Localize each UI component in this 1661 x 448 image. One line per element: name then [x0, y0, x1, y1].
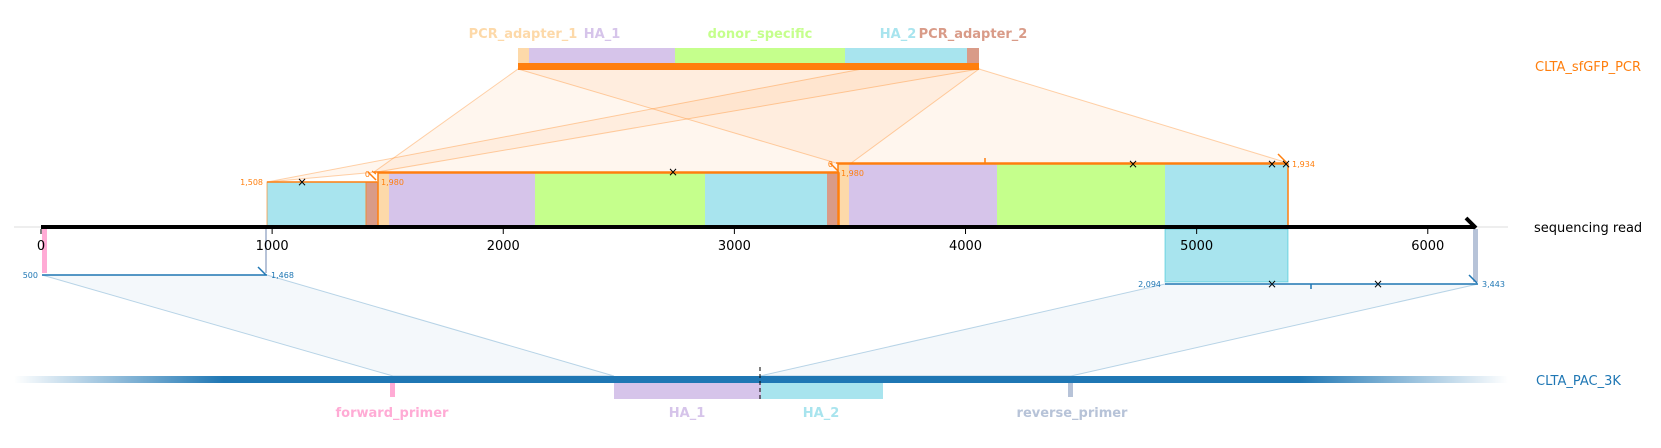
- pac-feature-block-ha-1: [614, 380, 761, 399]
- mismatch-mark: ×: [1373, 277, 1383, 291]
- pac-aln1-start-number: 500: [23, 271, 38, 280]
- read-pac-blocks: × ×: [42, 228, 1478, 291]
- pcr-label-ha-1: HA_1: [584, 27, 621, 42]
- pcr-feature-block-adapter-2: [967, 48, 979, 65]
- mismatch-mark: ×: [668, 165, 678, 179]
- pac-alignment-wedges: [41, 274, 1479, 377]
- pac-label-forward-primer: forward_primer: [336, 406, 450, 421]
- pac-wedge-1: [41, 274, 615, 377]
- pcr-aln3-start-number: 0: [828, 160, 833, 169]
- pcr-aln1-start-number: 1,508: [240, 178, 263, 187]
- pcr-aln2-end-number: 1,980: [841, 169, 864, 178]
- pac-aln1-end-number: 1,468: [271, 271, 294, 280]
- read-block-donor-c: [997, 164, 1165, 227]
- pac-label-ha-1: HA_1: [669, 406, 706, 421]
- mismatch-mark: ×: [1267, 157, 1277, 171]
- read-track-label: sequencing read: [1534, 221, 1642, 236]
- read-block-ha2-pac: [1164, 228, 1289, 283]
- pcr-label-donor: donor_specific: [708, 27, 813, 42]
- read-block-reverse-primer-b: [1473, 229, 1478, 282]
- pac-aln2-end-hook: [1468, 274, 1478, 284]
- pcr-feature-block-donor: [675, 48, 845, 65]
- read-axis-ticks: 0 1000 2000 3000 4000 5000 6000: [37, 229, 1444, 254]
- pac-track-label: CLTA_PAC_3K: [1536, 374, 1621, 389]
- axis-tick-label: 4000: [949, 239, 982, 254]
- read-axis: 0 1000 2000 3000 4000 5000 6000: [14, 216, 1508, 254]
- pcr-aln3-end-number: 1,934: [1292, 160, 1315, 169]
- pac-feature-block-forward-primer: [390, 380, 395, 397]
- pcr-track-bar: [518, 63, 979, 70]
- pcr-track-label: CLTA_sfGFP_PCR: [1535, 60, 1641, 75]
- read-block-adapter1-c: [838, 164, 849, 227]
- axis-tick-label: 0: [37, 239, 45, 254]
- read-block-adapter2-b: [827, 173, 839, 227]
- read-block-ha2-c: [1165, 164, 1288, 227]
- mismatch-mark: ×: [1281, 157, 1291, 171]
- mismatch-mark: ×: [1267, 277, 1277, 291]
- pac-track-bar: [14, 376, 1508, 383]
- pac-aln1-end-hook: [257, 266, 267, 276]
- pac-wedge-2: [759, 283, 1479, 377]
- read-block-ha1-c: [849, 164, 997, 227]
- read-block-adapter1-b: [378, 173, 389, 227]
- axis-tick-label: 1000: [256, 239, 289, 254]
- pac-label-reverse-primer: reverse_primer: [1017, 406, 1129, 421]
- read-block-adapter2-a: [365, 181, 379, 228]
- pcr-feature-block-ha-2: [845, 48, 967, 65]
- pac-aln2-end-number: 3,443: [1482, 280, 1505, 289]
- read-pcr-blocks: × × × × ×: [266, 153, 1291, 228]
- pcr-alignment-wedges: [266, 68, 1289, 183]
- axis-tick-label: 3000: [718, 239, 751, 254]
- pcr-feature-block-ha-1: [529, 48, 675, 65]
- pcr-aln1-end-cap: [371, 170, 377, 175]
- pcr-label-adapter-2: PCR_adapter_2: [919, 27, 1028, 42]
- pcr-aln2-start-number: 0: [365, 170, 370, 179]
- pcr-construct: [518, 48, 979, 70]
- pcr-aln3-end-hook: [1277, 153, 1288, 164]
- mismatch-mark: ×: [297, 175, 307, 189]
- pac-label-ha-2: HA_2: [803, 406, 840, 421]
- pac-feature-block-ha-2: [761, 380, 883, 399]
- pcr-aln1-end-hook: [367, 171, 377, 181]
- axis-tick-label: 2000: [487, 239, 520, 254]
- axis-tick-label: 5000: [1180, 239, 1213, 254]
- pac-construct: [14, 367, 1508, 402]
- pac-aln2-start-number: 2,094: [1138, 280, 1161, 289]
- pcr-feature-block-adapter-1: [518, 48, 529, 65]
- axis-tick-label: 6000: [1411, 239, 1444, 254]
- read-axis-end-hook: [1464, 216, 1478, 230]
- pcr-label-adapter-1: PCR_adapter_1: [469, 27, 578, 42]
- mismatch-mark: ×: [1128, 157, 1138, 171]
- read-block-ha1-b: [389, 173, 535, 227]
- pcr-aln1-end-number: 1,980: [381, 178, 404, 187]
- pac-feature-block-reverse-primer: [1068, 380, 1073, 397]
- read-block-ha2-a: [266, 181, 367, 228]
- read-block-ha2-b: [705, 173, 827, 227]
- read-block-donor-b: [535, 173, 705, 227]
- read-block-forward-primer: [42, 229, 47, 273]
- pcr-aln2-start-hook: [829, 162, 839, 172]
- pcr-label-ha-2: HA_2: [880, 27, 917, 42]
- read-pcr-outline: [377, 163, 1289, 227]
- read-block-reverse-primer-a: [265, 229, 267, 273]
